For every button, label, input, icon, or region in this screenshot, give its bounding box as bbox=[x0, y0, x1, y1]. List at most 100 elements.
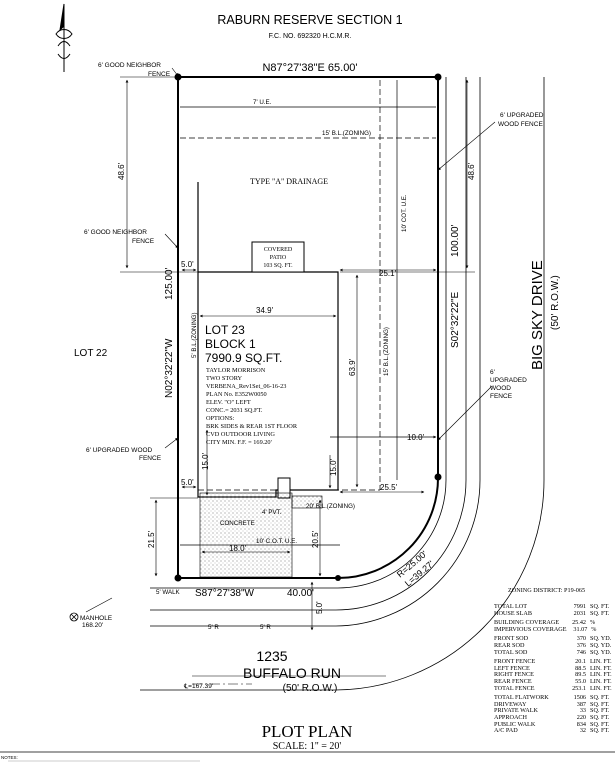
dim-5-0-mid: 5.0' bbox=[181, 478, 194, 487]
bl-15-label: 15' B.L.(ZONING) bbox=[322, 130, 371, 137]
stats-value: 1506 bbox=[573, 694, 586, 702]
stories: TWO STORY bbox=[206, 375, 243, 382]
plan-number: PLAN No. E352W0050 bbox=[206, 391, 267, 398]
pvt-label: 4' PVT. bbox=[262, 509, 282, 516]
lot-number: LOT 23 bbox=[205, 323, 245, 337]
stats-unit: LIN. FT. bbox=[590, 677, 612, 685]
stats-value: 89.5 bbox=[575, 671, 586, 679]
street-row: (50' R.O.W.) bbox=[283, 683, 338, 694]
stats-label: BUILDING COVERAGE bbox=[494, 619, 560, 627]
min-finished-floor: CITY MIN. F.F. = 169.20' bbox=[206, 439, 272, 446]
stats-label: PRIVATE WALK bbox=[494, 707, 538, 715]
stats-value: 746 bbox=[576, 648, 586, 656]
r5-left-label: 5' R bbox=[208, 624, 219, 631]
stats-value: 387 bbox=[576, 700, 586, 708]
centerline-elevation: ℄=167.39' bbox=[183, 683, 213, 690]
stats-value: 55.0 bbox=[575, 677, 586, 685]
stats-label: A/C PAD bbox=[494, 727, 518, 735]
dim-15-0-left: 15.0' bbox=[201, 452, 210, 470]
stats-value: 376 bbox=[576, 641, 586, 649]
upgraded-fence-label-r-2: UPGRADED bbox=[490, 377, 527, 384]
stats-label: LEFT FENCE bbox=[494, 664, 530, 672]
upgraded-fence-label-r: 6' bbox=[490, 369, 495, 376]
stats-value: 33 bbox=[579, 707, 586, 715]
stats-value: 20.1 bbox=[575, 658, 586, 666]
bl-5-left-label: 5' B.L.(ZONING) bbox=[191, 312, 198, 358]
south-bearing: S87°27'38"W bbox=[195, 588, 254, 599]
cot-ue-10-vert-label: 10' COT. U.E. bbox=[401, 194, 408, 232]
stats-label: HOUSE SLAB bbox=[494, 609, 532, 617]
concrete-area: CONC.= 2031 SQ.FT. bbox=[206, 407, 263, 414]
stats-label: TOTAL FENCE bbox=[494, 684, 535, 692]
stats-unit: % bbox=[590, 619, 596, 627]
covered-patio bbox=[251, 241, 305, 273]
stats-label: REAR SOD bbox=[494, 641, 525, 649]
builder: TAYLOR MORRISON bbox=[206, 367, 266, 374]
stats-label: PUBLIC WALK bbox=[494, 720, 536, 728]
house-slab bbox=[197, 182, 339, 498]
stats-value: 31.07 bbox=[573, 625, 588, 633]
manhole-elevation: 168.20' bbox=[82, 622, 103, 629]
zoning-district: ZONING DISTRICT: P19-065 bbox=[508, 587, 585, 594]
elevation: ELEV. "O" LEFT bbox=[206, 399, 251, 406]
stats-unit: % bbox=[591, 625, 597, 633]
plan-scale: SCALE: 1" = 20' bbox=[273, 741, 342, 752]
upgraded-fence-label-r-4: FENCE bbox=[490, 393, 513, 400]
north-bearing: N87°27'38"E 65.00' bbox=[262, 62, 357, 74]
stats-unit: SQ. FT. bbox=[590, 707, 610, 715]
subdivision-title: RABURN RESERVE SECTION 1 bbox=[217, 13, 402, 27]
stats-label: FRONT FENCE bbox=[494, 658, 536, 666]
stats-value: 88.5 bbox=[575, 664, 586, 672]
stats-unit: LIN. FT. bbox=[590, 658, 612, 666]
drainage-label: TYPE "A" DRAINAGE bbox=[250, 177, 328, 186]
stats-label: FRONT SOD bbox=[494, 635, 529, 643]
block-number: BLOCK 1 bbox=[205, 337, 256, 351]
dim-21-5: 21.5' bbox=[147, 530, 156, 548]
bl-20-label: 20' B.L.(ZONING) bbox=[306, 503, 355, 510]
stats-row: PRIVATE WALK 33 SQ. FT. bbox=[494, 708, 612, 715]
upgraded-fence-label-tr-2: WOOD FENCE bbox=[498, 121, 543, 128]
private-walk bbox=[291, 495, 323, 509]
stats-label: RIGHT FENCE bbox=[494, 671, 534, 679]
dim-20-5: 20.5' bbox=[311, 530, 320, 548]
lot-area: 7990.9 SQ.FT. bbox=[205, 351, 282, 365]
stats-unit: SQ. YD. bbox=[590, 648, 612, 656]
stats-unit: SQ. FT. bbox=[590, 720, 610, 728]
stats-value: 834 bbox=[576, 720, 586, 728]
west-bearing: N02°32'22"W bbox=[164, 338, 175, 398]
stats-unit: SQ. YD. bbox=[590, 635, 612, 643]
side-street-row: (50' R.O.W.) bbox=[550, 275, 561, 330]
west-distance: 125.00' bbox=[164, 267, 175, 300]
dim-25-1: 25.1' bbox=[379, 269, 397, 278]
stats-unit: SQ. FT. bbox=[590, 609, 610, 617]
dim-10-0: 10.0' bbox=[407, 433, 425, 442]
dim-34-9: 34.9' bbox=[256, 306, 274, 315]
fc-number: F.C. NO. 692320 H.C.M.R. bbox=[269, 33, 352, 40]
street-number: 1235 bbox=[256, 648, 287, 664]
stats-value: 2031 bbox=[573, 609, 586, 617]
manhole-label: MANHOLE bbox=[80, 615, 113, 622]
good-neighbor-fence-label-top: 6' GOOD NEIGHBOR bbox=[98, 62, 161, 69]
option-1: BRK SIDES & REAR 1ST FLOOR bbox=[206, 423, 298, 430]
stats-row: PUBLIC WALK 834 SQ. FT. bbox=[494, 720, 612, 729]
stats-value: 25.42 bbox=[572, 619, 586, 627]
stats-unit: LIN. FT. bbox=[590, 664, 612, 672]
good-neighbor-fence-label-top-2: FENCE bbox=[148, 71, 171, 78]
stats-unit: SQ. FT. bbox=[590, 603, 610, 610]
covered-patio-label-3: 103 SQ. FT. bbox=[263, 263, 293, 269]
concrete-label: CONCRETE bbox=[220, 520, 255, 527]
stats-unit: SQ. FT. bbox=[590, 713, 610, 721]
stats-unit: SQ. YD. bbox=[590, 641, 612, 649]
walk-label: 5' WALK bbox=[156, 589, 181, 596]
stats-row: FRONT FENCE 20.1 LIN. FT. bbox=[494, 659, 612, 666]
